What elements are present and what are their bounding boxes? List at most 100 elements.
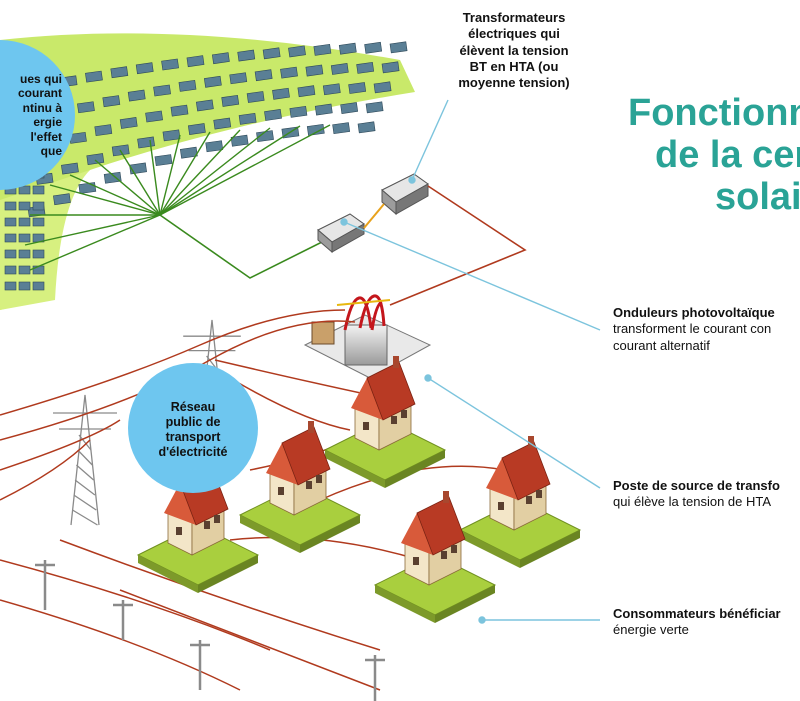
- house-lawn-edge: [460, 530, 520, 568]
- solar-panel: [381, 61, 400, 74]
- solar-panel: [373, 81, 392, 94]
- house-window: [451, 545, 457, 553]
- solar-panel: [170, 104, 189, 117]
- solar-panel: [262, 47, 281, 60]
- houses: [136, 356, 582, 623]
- house-chimney: [393, 356, 399, 368]
- dc-cable: [94, 159, 161, 216]
- solar-panel: [365, 101, 384, 114]
- house-roof: [281, 426, 331, 486]
- solar-panel: [288, 45, 306, 58]
- solar-panel: [103, 171, 122, 184]
- house-lawn-edge: [435, 585, 495, 623]
- solar-panel: [238, 112, 257, 125]
- solar-panel: [135, 62, 154, 75]
- solar-panel: [110, 66, 129, 79]
- callout-pointers: [340, 99, 601, 624]
- house: [458, 436, 582, 568]
- house-chimney: [528, 436, 534, 448]
- house-roof: [486, 458, 518, 500]
- solar-panel: [162, 129, 181, 142]
- solar-panel: [211, 52, 230, 65]
- solar-panel: [187, 123, 206, 135]
- solar-panel: [389, 41, 408, 54]
- solar-panel: [340, 102, 359, 114]
- solar-panel: [4, 281, 17, 291]
- solar-panel: [4, 265, 17, 275]
- solar-panel: [229, 72, 248, 85]
- pylon-brace: [77, 449, 93, 466]
- pylon-legs: [70, 394, 100, 526]
- transformer-to-substation-wire: [389, 185, 527, 306]
- solar-panel: [137, 136, 155, 149]
- solar-panel: [32, 217, 45, 227]
- transformers-label: Transformateurs électriques qui élèvent …: [458, 10, 570, 90]
- dc-cable: [29, 214, 161, 271]
- power-lines: [0, 309, 506, 691]
- solar-panel: [4, 217, 17, 227]
- power-line: [0, 309, 346, 416]
- solar-panel: [314, 103, 333, 116]
- house: [323, 356, 447, 488]
- pylon: [53, 394, 117, 526]
- solar-panel: [18, 233, 31, 243]
- power-line: [0, 559, 271, 651]
- solar-panel: [179, 146, 198, 159]
- pylon-brace: [78, 434, 92, 451]
- dc-cable: [119, 149, 161, 216]
- solar-panel: [77, 101, 95, 114]
- solar-panel: [102, 95, 121, 108]
- solar-panel: [161, 58, 179, 71]
- house-roof: [366, 361, 416, 421]
- house-window: [413, 557, 419, 565]
- substation-label: Poste de source de transfo qui élève la …: [613, 478, 780, 510]
- solar-panel: [195, 99, 214, 112]
- house-window: [316, 475, 322, 483]
- dc-cables: [24, 124, 331, 271]
- solar-panel: [357, 121, 376, 134]
- solar-panel: [153, 84, 171, 97]
- solar-panel: [348, 82, 367, 94]
- dc-cable: [159, 125, 301, 216]
- dc-cable: [24, 214, 161, 246]
- house-window: [363, 422, 369, 430]
- dc-cable: [49, 184, 161, 216]
- solar-panel: [18, 185, 31, 195]
- inverter-transformer-link: [363, 203, 385, 229]
- solar-panel: [205, 140, 224, 153]
- solar-panel: [338, 42, 357, 55]
- solar-panel: [18, 217, 31, 227]
- house-window: [441, 551, 447, 559]
- solar-panel: [230, 134, 249, 147]
- solar-panel: [289, 105, 308, 118]
- power-line: [119, 589, 381, 691]
- pylon-brace: [72, 509, 98, 526]
- inverter-box: [317, 213, 365, 254]
- house-window: [391, 416, 397, 424]
- solar-panel-rows: [4, 41, 408, 291]
- solar-panel: [4, 201, 17, 211]
- solar-panel: [145, 110, 163, 123]
- house-lawn-edge: [240, 515, 300, 553]
- power-line: [0, 419, 121, 471]
- solar-panel: [61, 162, 79, 175]
- house-window: [498, 502, 504, 510]
- dc-cable: [159, 134, 181, 216]
- house-window: [176, 527, 182, 535]
- power-line: [59, 539, 381, 651]
- consumers-label: Consommateurs bénéficiar énergie verte: [613, 606, 781, 638]
- solar-panel: [178, 79, 197, 92]
- power-line: [229, 536, 421, 561]
- solar-panel: [237, 49, 256, 62]
- solar-panel: [364, 41, 383, 54]
- solar-panel: [280, 66, 298, 79]
- house-roof: [401, 513, 433, 555]
- house-window: [214, 515, 220, 523]
- house-window: [278, 487, 284, 495]
- house: [238, 421, 362, 553]
- house-lawn-edge: [385, 450, 445, 488]
- power-line: [0, 599, 241, 691]
- solar-panel: [86, 153, 105, 165]
- solar-panel: [332, 122, 351, 135]
- solar-panel: [330, 63, 349, 75]
